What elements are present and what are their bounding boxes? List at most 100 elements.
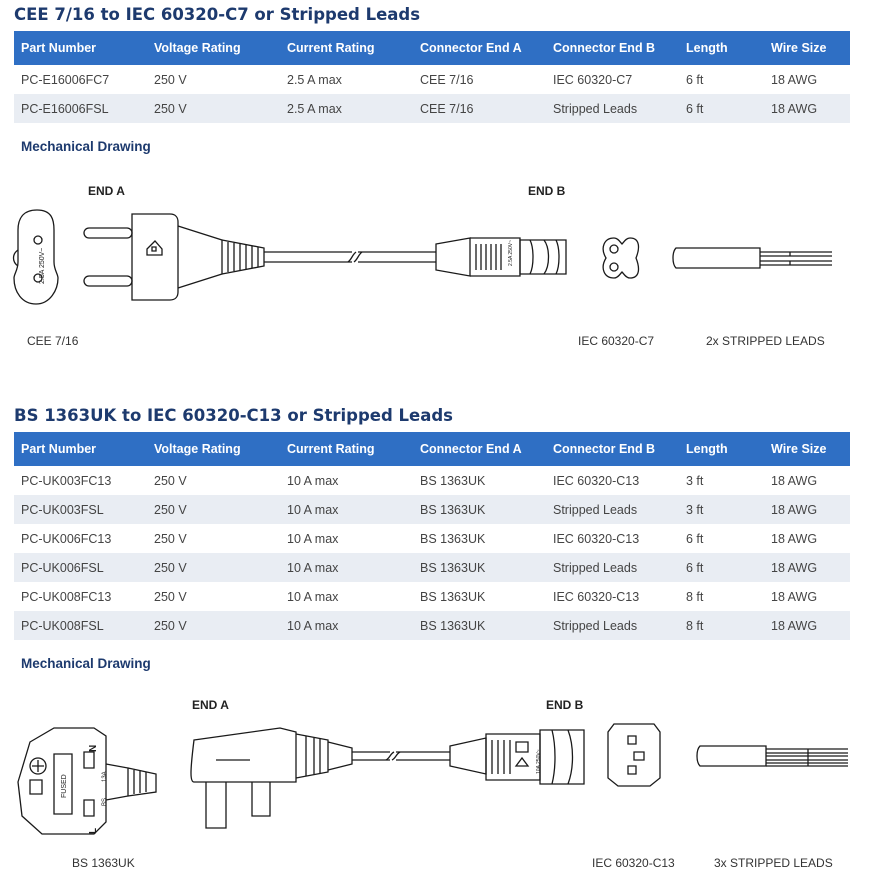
- mechanical-drawing-title: Mechanical Drawing: [21, 139, 151, 154]
- stripped-leads-2x: [673, 248, 832, 268]
- cell-length: 8 ft: [686, 589, 704, 604]
- c7-face: [603, 238, 638, 278]
- spec-table-cee: Part Number Voltage Rating Current Ratin…: [14, 31, 850, 123]
- cell-length: 6 ft: [679, 94, 764, 123]
- table-row: PC-UK008FSL 250 V 10 A max BS 1363UK Str…: [14, 611, 850, 640]
- cell-length: 3 ft: [686, 473, 704, 488]
- col-header-end-a: Connector End A: [413, 31, 546, 65]
- col-header-current: Current Rating: [280, 31, 413, 65]
- cell-end-a: BS 1363UK: [420, 531, 486, 546]
- cell-current: 10 A max: [280, 495, 413, 524]
- caption-2x-stripped-leads: 2x STRIPPED LEADS: [706, 334, 825, 348]
- connector-rating-text: 10A 250V~: [536, 749, 542, 774]
- cell-voltage: 250 V: [147, 611, 280, 640]
- col-header-wire-size: Wire Size: [764, 432, 850, 466]
- plug-side-text: BS: [102, 798, 108, 806]
- cell-end-b: IEC 60320-C13: [553, 531, 640, 546]
- cell-end-a: CEE 7/16: [413, 94, 546, 123]
- cell-current: 10 A max: [287, 531, 339, 546]
- c13-connector-side: 10A 250V~: [450, 730, 584, 784]
- cell-end-b: IEC 60320-C7: [553, 72, 633, 87]
- col-header-part-number: Part Number: [14, 31, 147, 65]
- caption-iec-c7: IEC 60320-C7: [578, 334, 655, 348]
- cee-plug-face: 2.5A 250V~: [14, 210, 59, 304]
- cell-end-a: BS 1363UK: [413, 495, 546, 524]
- table-row: PC-UK008FC13 250 V 10 A max BS 1363UK IE…: [14, 582, 850, 611]
- cell-end-a: BS 1363UK: [420, 589, 486, 604]
- cell-end-b: Stripped Leads: [546, 553, 679, 582]
- fuse-holder: [54, 754, 72, 814]
- cell-end-a: BS 1363UK: [420, 473, 486, 488]
- col-header-end-a: Connector End A: [413, 432, 546, 466]
- cell-length: 3 ft: [679, 495, 764, 524]
- plug-face-rating: 2.5A 250V~: [39, 248, 46, 284]
- cell-end-a: CEE 7/16: [420, 72, 474, 87]
- cell-end-a: BS 1363UK: [413, 611, 546, 640]
- c13-face: [608, 724, 660, 786]
- table-header-row: Part Number Voltage Rating Current Ratin…: [14, 31, 850, 65]
- stripped-leads-3x: [697, 746, 848, 766]
- cell-part-number: PC-UK006FSL: [14, 553, 147, 582]
- cell-part-number: PC-UK008FSL: [14, 611, 147, 640]
- plug-rating-text: 13A: [102, 771, 108, 782]
- table-header-row: Part Number Voltage Rating Current Ratin…: [14, 432, 850, 466]
- svg-text:2.5A 250V~: 2.5A 250V~: [508, 240, 514, 266]
- cell-wire-size: 18 AWG: [764, 553, 850, 582]
- cell-end-b: IEC 60320-C13: [553, 589, 640, 604]
- cell-part-number: PC-UK006FC13: [21, 531, 112, 546]
- cell-end-a: BS 1363UK: [413, 553, 546, 582]
- cell-wire-size: 18 AWG: [764, 611, 850, 640]
- col-header-wire-size: Wire Size: [764, 31, 850, 65]
- cell-wire-size: 18 AWG: [764, 94, 850, 123]
- table-row: PC-UK006FSL 250 V 10 A max BS 1363UK Str…: [14, 553, 850, 582]
- cell-part-number: PC-UK003FSL: [14, 495, 147, 524]
- cell-part-number: PC-UK003FC13: [21, 473, 112, 488]
- mechanical-drawing-cee: 2.5A 250V~ 2.5A 250V~: [0, 200, 873, 330]
- cell-voltage: 250 V: [147, 495, 280, 524]
- cell-end-b: Stripped Leads: [546, 611, 679, 640]
- cee-plug-side: [84, 214, 264, 300]
- caption-bs1363uk: BS 1363UK: [72, 856, 135, 870]
- col-header-voltage: Voltage Rating: [147, 432, 280, 466]
- end-b-label: END B: [546, 698, 584, 712]
- spec-table-bs1363: Part Number Voltage Rating Current Ratin…: [14, 432, 850, 640]
- cell-voltage: 250 V: [154, 531, 187, 546]
- mechanical-drawing-title: Mechanical Drawing: [21, 656, 151, 671]
- end-b-label: END B: [528, 184, 566, 198]
- col-header-length: Length: [679, 432, 764, 466]
- cell-end-b: Stripped Leads: [546, 94, 679, 123]
- cable-cee: [264, 252, 436, 262]
- cell-end-b: Stripped Leads: [546, 495, 679, 524]
- cable-bs1363: [352, 752, 450, 760]
- cell-voltage: 250 V: [154, 473, 187, 488]
- cell-wire-size: 18 AWG: [771, 531, 818, 546]
- col-header-end-b: Connector End B: [546, 432, 679, 466]
- cell-current: 10 A max: [280, 611, 413, 640]
- cell-length: 8 ft: [679, 611, 764, 640]
- cell-length: 6 ft: [686, 531, 704, 546]
- cell-part-number: PC-E16006FSL: [14, 94, 147, 123]
- cell-wire-size: 18 AWG: [771, 589, 818, 604]
- mechanical-drawing-bs1363: FUSED N L 13A BS 10A 250V~: [0, 712, 873, 850]
- pin-l-label: L: [88, 828, 99, 834]
- table-row: PC-UK003FC13 250 V 10 A max BS 1363UK IE…: [14, 466, 850, 495]
- cell-current: 10 A max: [287, 473, 339, 488]
- bs1363-plug-face: FUSED N L 13A BS: [18, 728, 156, 834]
- col-header-current: Current Rating: [280, 432, 413, 466]
- col-header-voltage: Voltage Rating: [147, 31, 280, 65]
- cell-voltage: 250 V: [154, 72, 187, 87]
- cell-voltage: 250 V: [147, 553, 280, 582]
- cell-wire-size: 18 AWG: [771, 72, 818, 87]
- cell-current: 10 A max: [280, 553, 413, 582]
- caption-iec-c13: IEC 60320-C13: [592, 856, 675, 870]
- cell-current: 2.5 A max: [280, 94, 413, 123]
- cell-voltage: 250 V: [154, 589, 187, 604]
- table-row: PC-UK003FSL 250 V 10 A max BS 1363UK Str…: [14, 495, 850, 524]
- cell-length: 6 ft: [686, 72, 704, 87]
- table-row: PC-E16006FSL 250 V 2.5 A max CEE 7/16 St…: [14, 94, 850, 123]
- bs1363-plug-side: [191, 728, 352, 828]
- pin-n-label: N: [88, 745, 99, 752]
- table-row: PC-UK006FC13 250 V 10 A max BS 1363UK IE…: [14, 524, 850, 553]
- end-a-label: END A: [88, 184, 125, 198]
- col-header-part-number: Part Number: [14, 432, 147, 466]
